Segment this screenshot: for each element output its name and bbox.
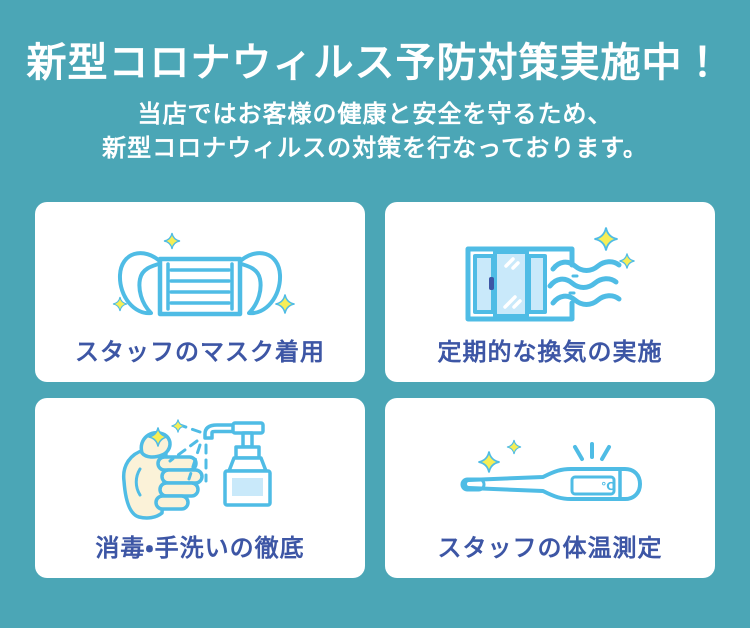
face-mask-icon [112,232,296,317]
glass-glints [502,257,522,309]
subtitle: 当店ではお客様の健康と安全を守るため、 新型コロナウィルスの対策を行なっておりま… [0,98,750,166]
card-icon-area: ℃ [455,410,645,528]
window-ventilation-icon [465,226,635,322]
card-mask-wearing: スタッフのマスク着用 [35,202,365,382]
measures-grid: スタッフのマスク着用 [0,202,750,578]
subtitle-line-2: 新型コロナウィルスの対策を行なっております。 [102,135,648,162]
window-handle [488,277,494,290]
thermometer-icon: ℃ [460,439,642,501]
card-icon-area [105,214,296,332]
card-temperature-check: ℃ スタッフの体温測定 [385,398,715,578]
page-title: 新型コロナウィルス予防対策実施中！ [26,41,724,85]
thermometer-tip [460,477,486,492]
thermometer-body: ℃ [460,467,642,501]
display-unit: ℃ [601,480,614,493]
beep-lines [573,442,611,461]
card-icon-area [120,410,280,528]
sparkle-icons [477,439,522,474]
card-icon-area [463,214,638,332]
card-ventilation: 定期的な換気の実施 [385,202,715,382]
ear-loops [117,251,283,316]
wind-waves [547,259,621,307]
hand-sanitizer-icon [121,418,272,520]
window-frame [465,246,574,322]
bottle-label [232,478,263,496]
card-label: スタッフの体温測定 [437,535,663,562]
mask-body [157,256,243,317]
card-sanitizing: 消毒・手洗いの徹底 [35,398,365,578]
card-label: スタッフのマスク着用 [75,339,325,366]
thermometer-display [570,475,616,496]
card-label: 消毒・手洗いの徹底 [95,535,305,562]
pump-bottle [203,421,272,507]
subtitle-line-1: 当店ではお客様の健康と安全を守るため、 [137,101,613,128]
card-label: 定期的な換気の実施 [437,339,663,366]
